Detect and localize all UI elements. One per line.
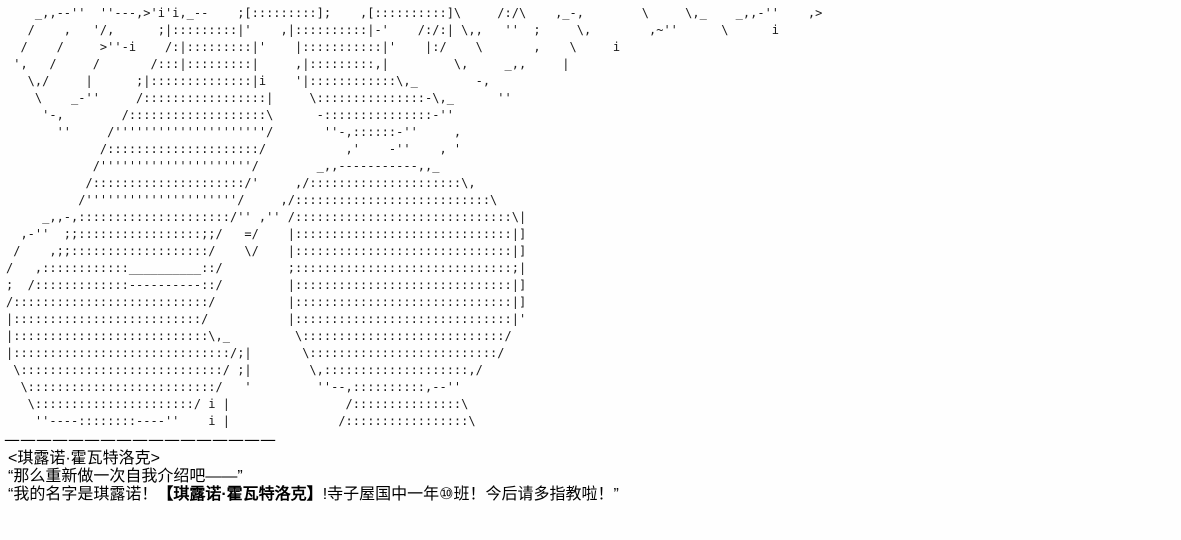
ascii-art-character: _,,--'' ''---,>'i'i,_-- ;[:::::::::]; ,[… <box>6 6 823 428</box>
dialogue-line-2-post: !寺子屋国中一年⑩班！今后请多指教啦！” <box>322 486 619 503</box>
dialogue-line-2: “我的名字是琪露诺！【琪露诺·霍瓦特洛克】!寺子屋国中一年⑩班！今后请多指教啦！… <box>8 486 1181 504</box>
dialogue-line-2-pre: “我的名字是琪露诺！ <box>8 486 158 503</box>
dialogue-line-1: “那么重新做一次自我介绍吧——” <box>8 468 243 485</box>
dialogue-block: ————————————————— <琪露诺·霍瓦特洛克> “那么重新做一次自我… <box>4 432 1181 504</box>
dialogue-separator-line: ————————————————— <box>4 430 276 449</box>
speaker-name: <琪露诺·霍瓦特洛克> <box>8 450 161 467</box>
dialogue-line-2-emphasis: 【琪露诺·霍瓦特洛克】 <box>157 486 323 503</box>
